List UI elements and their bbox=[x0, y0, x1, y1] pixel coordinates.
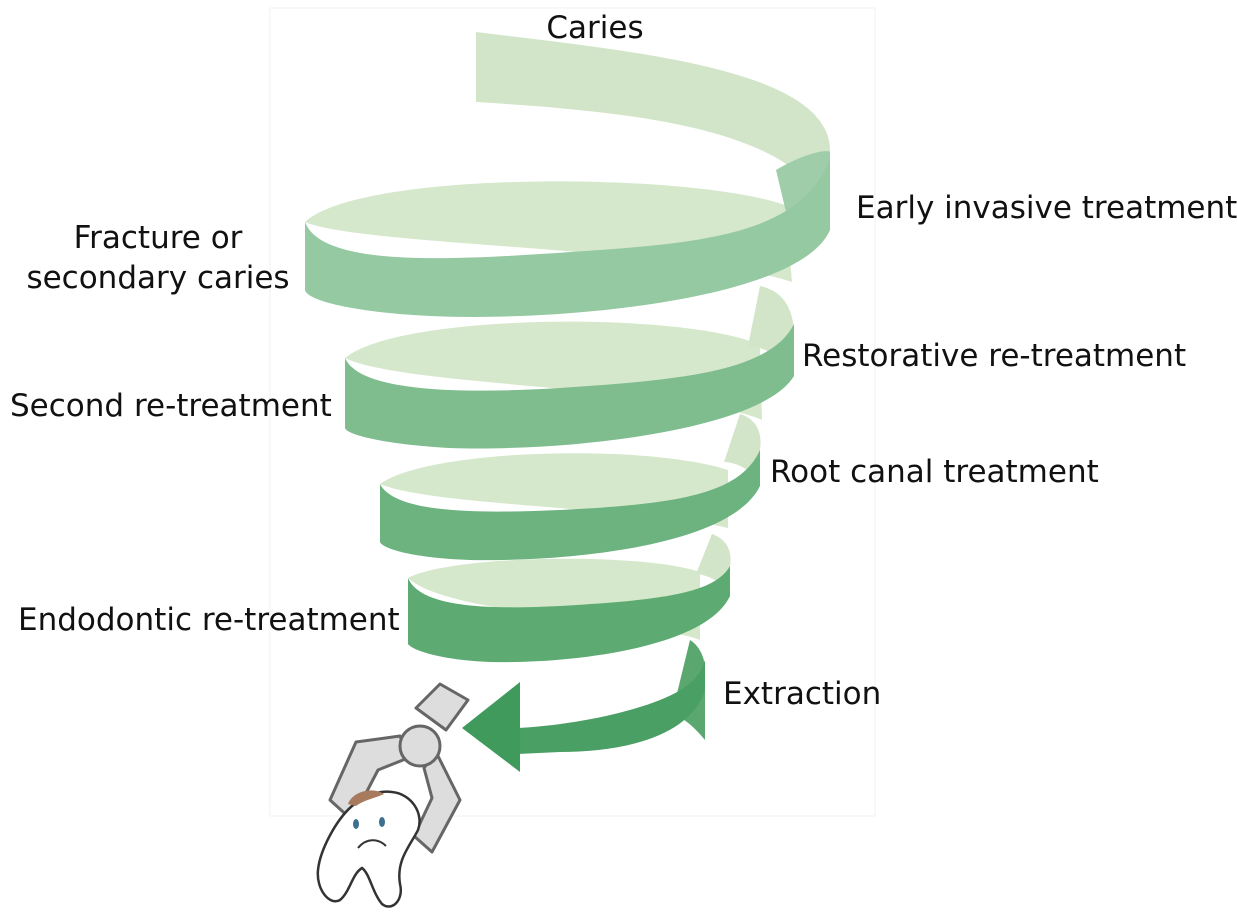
label-second-re-treatment: Second re-treatment bbox=[10, 386, 332, 426]
label-fracture-line1: Fracture or bbox=[18, 218, 298, 258]
label-extraction: Extraction bbox=[723, 674, 881, 714]
label-endodontic-re-treatment: Endodontic re-treatment bbox=[18, 600, 400, 640]
label-caries: Caries bbox=[510, 8, 680, 48]
label-early-invasive-treatment: Early invasive treatment bbox=[856, 188, 1237, 228]
spiral-bottom-band bbox=[518, 660, 705, 754]
label-fracture-line2: secondary caries bbox=[18, 258, 298, 298]
label-restorative-re-treatment: Restorative re-treatment bbox=[802, 336, 1186, 376]
sad-tooth-icon bbox=[318, 790, 420, 906]
label-root-canal-treatment: Root canal treatment bbox=[770, 452, 1099, 492]
left-arrow-icon bbox=[462, 682, 520, 772]
